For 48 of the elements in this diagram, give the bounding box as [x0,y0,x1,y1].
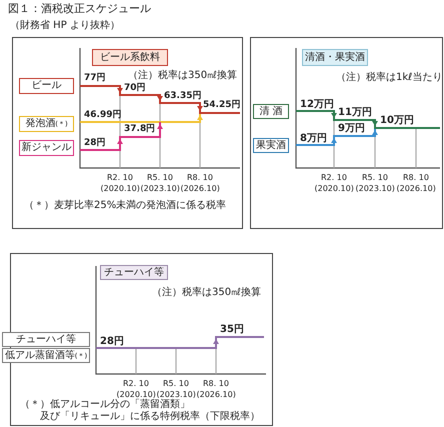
tick-label: R5. 10 [147,174,173,183]
figure-title: 図１：酒税改正スケジュール [8,3,151,16]
tick-label: R5. 10 [362,174,388,183]
tick-label: R8. 10 [403,174,429,183]
tick-label: R8. 10 [203,380,229,389]
category-box: チューハイ等 [2,332,90,347]
tick-label: (2026.10) [180,185,220,194]
tick-label: (2020.10) [100,185,140,194]
value-label: 35円 [220,324,244,335]
tick-label: (2023.10) [140,185,180,194]
category-box: 新ジャンル [19,140,74,156]
category-box: 清 酒 [253,104,289,119]
value-label: 46.99円 [84,111,122,121]
footnote-text: （＊）低アルコール分の「蒸留酒類」 [20,399,190,410]
tick-label: (2026.10) [196,391,236,400]
note-text: （注）税率は350㎖換算 [128,70,238,81]
value-label: 12万円 [300,99,334,110]
chart-title-box: チューハイ等 [100,265,168,280]
tick-label: R5. 10 [163,380,189,389]
category-box: 果実酒 [253,138,289,153]
subtitle: （財務省 HP より抜粋） [10,20,120,31]
tick-label: (2020.10) [116,391,156,399]
value-label: 37.8円 [124,125,156,135]
footnote-text: （＊）麦芽比率25%未満の発泡酒に係る税率 [24,200,226,211]
chart-title-box: 清酒・果実酒 [302,49,368,66]
value-label: 63.35円 [164,92,202,102]
value-label: 28円 [84,139,106,149]
tick-label: R2. 10 [321,174,347,183]
tick-label: R2. 10 [107,174,133,183]
value-label: 54.25円 [203,101,240,111]
value-label: 10万円 [380,115,414,126]
chart-title-box: ビール系飲料 [92,49,168,66]
category-box: ビール [19,78,74,94]
value-label: 11万円 [338,107,372,118]
tick-label: R2. 10 [123,380,149,389]
tick-label: R8. 10 [187,174,213,183]
footnote-text: 及び「リキュール」に係る特例税率（下限税率） [40,411,260,422]
note-text: （注）税率は350㎖換算 [152,287,262,298]
tick-label: (2020.10) [314,185,354,194]
note-text: （注）税率は1kℓ当たり [336,72,442,83]
value-label: 28円 [100,336,124,347]
value-label: 9万円 [338,123,365,134]
tick-label: (2026.10) [396,185,436,194]
value-label: 8万円 [300,133,327,144]
tick-label: (2023.10) [356,185,395,194]
tick-label: (2023.10) [156,391,196,399]
value-label: 77円 [84,74,106,84]
value-label: 70円 [124,84,146,94]
